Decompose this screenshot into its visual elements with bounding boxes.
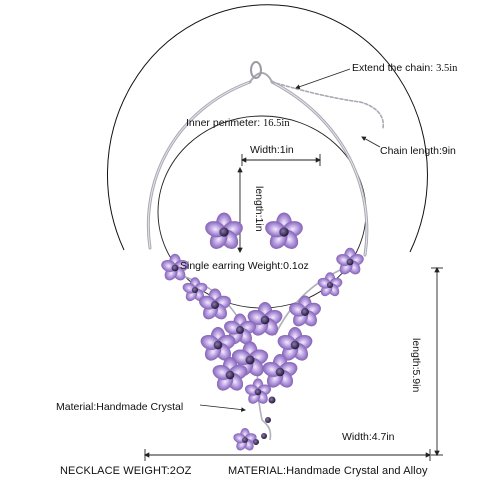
pendant-flowers	[159, 247, 366, 453]
material-full-label: MATERIAL:Handmade Crystal and Alloy	[228, 465, 428, 477]
inner-perimeter-label: Inner perimeter: 16.5in	[186, 118, 290, 130]
extend-chain-label: Extend the chain: 3.5in	[352, 63, 457, 75]
inner-perimeter-text: Inner perimeter:	[186, 117, 261, 129]
chain-length-arc	[106, 4, 428, 253]
extend-chain-text: Extend the chain:	[352, 62, 434, 74]
earring-left	[203, 212, 245, 253]
earring-weight-label: Single earring Weight:0.1oz	[180, 260, 309, 272]
earring-width-label: Width:1in	[250, 144, 294, 156]
earring-right	[263, 212, 305, 253]
pendant-width-label: Width:4.7in	[342, 431, 395, 443]
earring-length-label: length:1in	[253, 186, 265, 232]
necklace-weight-label: NECKLACE WEIGHT:2OZ	[60, 465, 192, 477]
pendant-length-label: length:5.9in	[410, 338, 422, 393]
necklace-chain	[146, 61, 385, 257]
material-crystal-label: Material:Handmade Crystal	[56, 401, 184, 413]
inner-perimeter-value: 16.5in	[263, 118, 290, 129]
chain-length-label: Chain length:9in	[380, 145, 456, 157]
extend-chain-value: 3.5in	[436, 63, 458, 74]
